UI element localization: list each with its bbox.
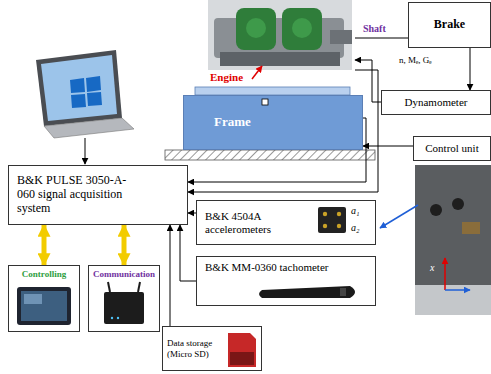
dynamometer-box: Dynamometer: [381, 90, 491, 115]
edge-label: n, Mₑ, Gₑ: [398, 56, 433, 66]
acquisition-box: B&K PULSE 3050-A-060 signal acquisition …: [8, 165, 188, 225]
sd-card-icon: [228, 333, 256, 367]
signal-label: a₂: [351, 222, 359, 233]
communication-box: Communication: [88, 265, 160, 332]
node-text: Controlling: [22, 269, 66, 279]
laptop-icon: [36, 50, 134, 164]
node-text: Frame: [214, 115, 251, 130]
accelerometer-icon: [318, 207, 346, 233]
tachometer-icon: [259, 286, 355, 298]
connector: [180, 225, 196, 281]
sensor-photo: [380, 165, 491, 315]
router-icon: [104, 282, 144, 324]
brake-box: Brake: [408, 2, 491, 48]
connector: [355, 38, 408, 39]
node-text: Brake: [434, 18, 465, 32]
frame-box: Frame: [183, 95, 363, 150]
signal-label: x: [430, 262, 434, 273]
node-text: Engine: [210, 71, 243, 84]
node-text: Control unit: [425, 142, 478, 155]
control-box: Control unit: [413, 136, 491, 161]
engine-box: Engine: [200, 0, 355, 86]
node-text: Communication: [93, 269, 155, 279]
engine-illustration: [208, 0, 352, 79]
node-text: B&K MM-0360 tachometer: [205, 261, 328, 274]
connector: [188, 213, 196, 214]
connector: [188, 70, 378, 192]
node-text: B&K 4504A accelerometers: [205, 210, 315, 235]
tablet-icon: [17, 287, 71, 325]
connector: [42, 225, 47, 265]
accelerometer-box: B&K 4504A accelerometers: [196, 200, 376, 245]
frame-body: [165, 87, 375, 160]
controlling-box: Controlling: [8, 265, 80, 332]
connector: [470, 48, 471, 90]
storage-box: Data storage (Micro SD): [162, 326, 262, 371]
connector: [122, 225, 127, 265]
signal-label: a₁: [351, 205, 359, 216]
connector: [363, 146, 413, 147]
edge-label: Shaft: [362, 23, 387, 34]
node-text: Data storage (Micro SD): [167, 338, 227, 359]
node-text: Dynamometer: [405, 96, 468, 109]
connector: [170, 225, 171, 326]
tachometer-box: B&K MM-0360 tachometer: [196, 256, 376, 306]
node-text: B&K PULSE 3050-A-060 signal acquisition …: [17, 174, 129, 215]
